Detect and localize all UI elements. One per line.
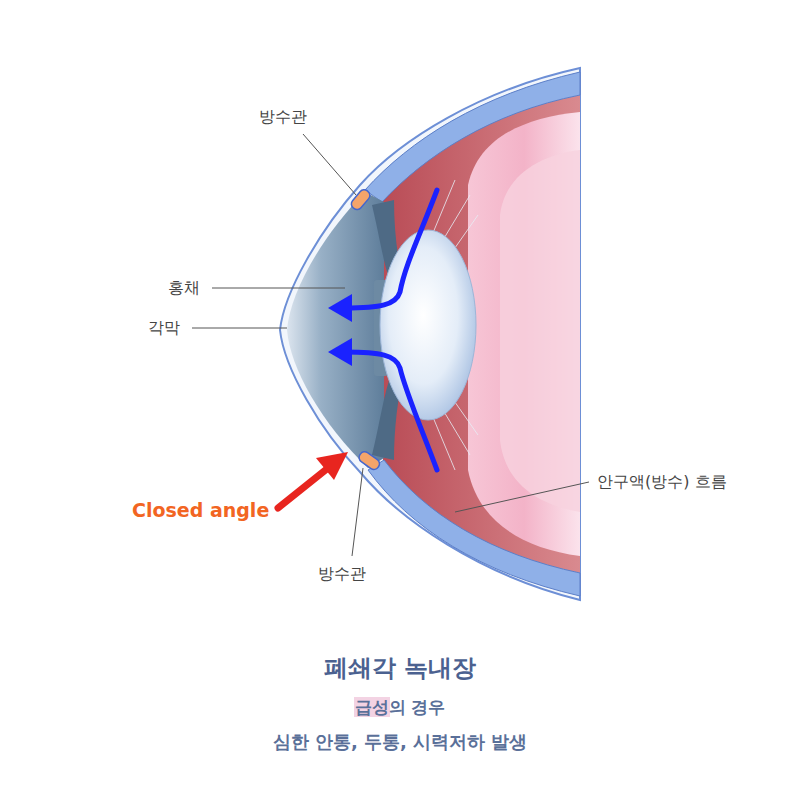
diagram-title: 폐쇄각 녹내장: [324, 654, 476, 683]
part-label: 안구액(방수) 흐름: [597, 472, 727, 491]
part-label: 방수관: [259, 107, 307, 126]
caption-line: 심한 안통, 두통, 시력저하 발생: [273, 731, 528, 753]
part-label: 홍채: [168, 278, 200, 297]
part-label: 방수관: [318, 564, 366, 583]
caption-line: 급성의 경우: [355, 697, 446, 717]
callout-label: Closed angle: [132, 499, 269, 522]
part-label: 각막: [148, 318, 180, 337]
